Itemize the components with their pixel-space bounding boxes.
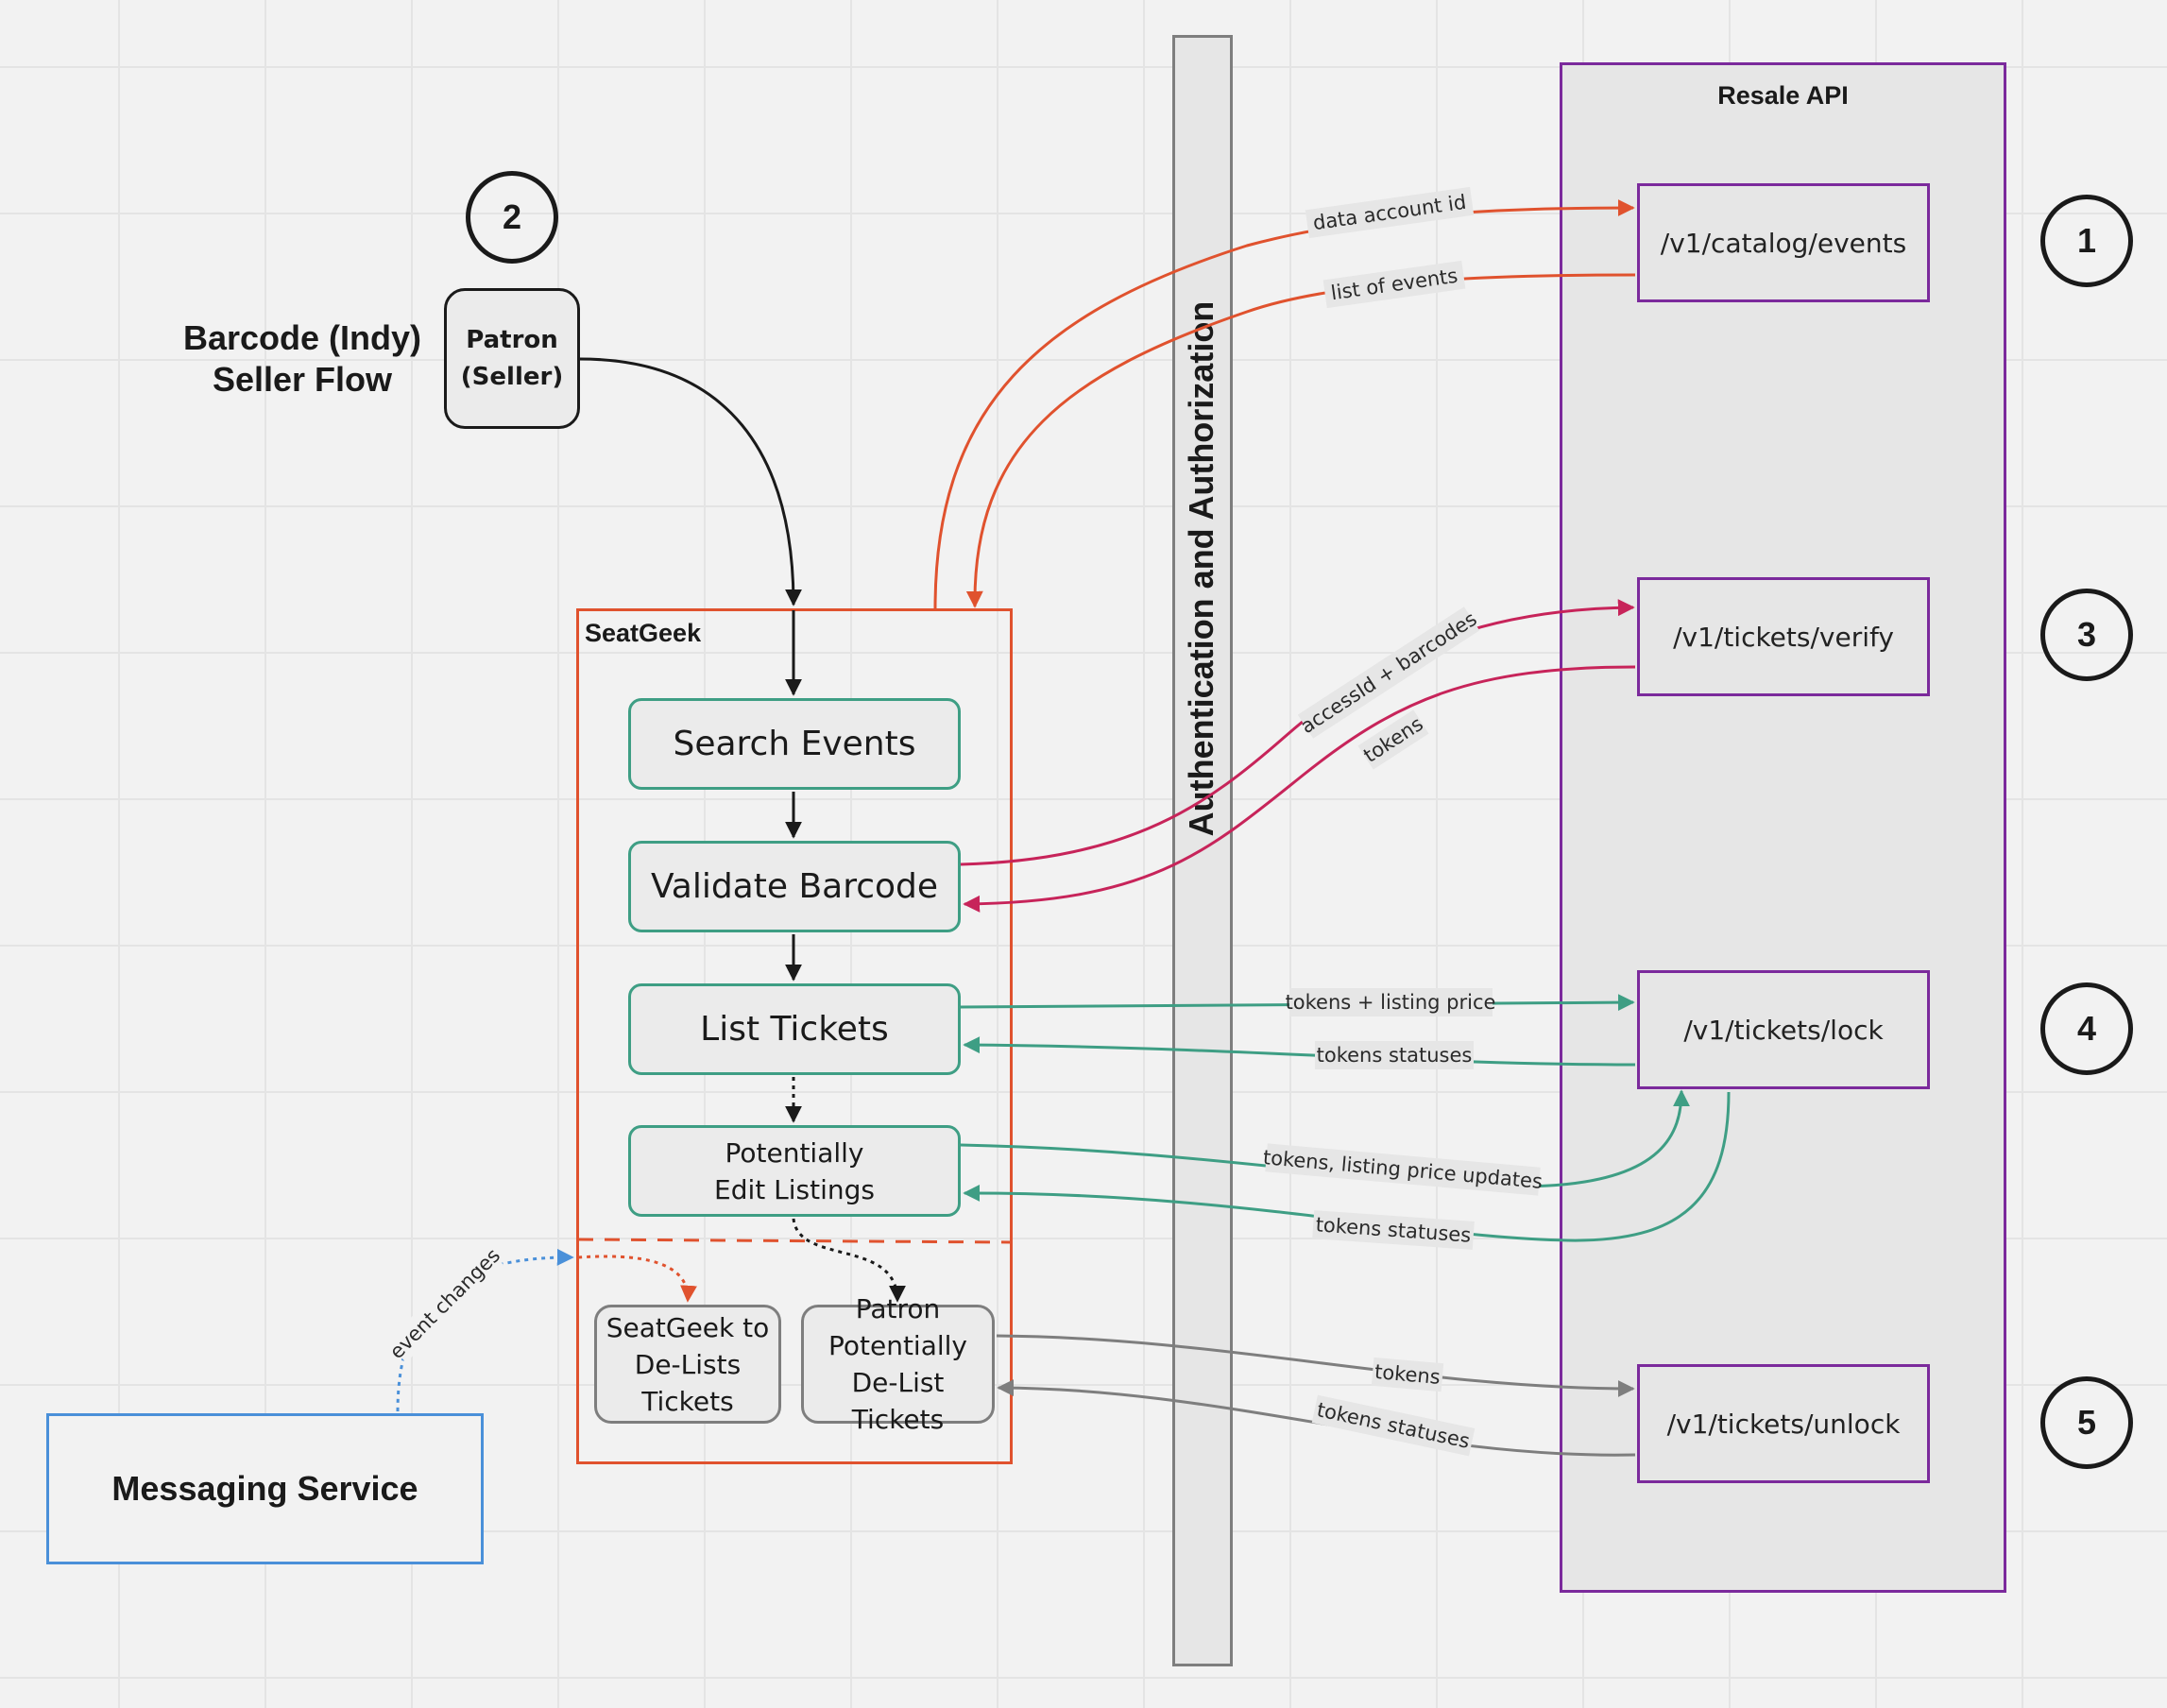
endpoint-tickets-lock[interactable]: /v1/tickets/lock bbox=[1637, 970, 1930, 1089]
seatgeek-container bbox=[576, 608, 1013, 1464]
endpoint-tickets-unlock[interactable]: /v1/tickets/unlock bbox=[1637, 1364, 1930, 1483]
endpoint-tickets-verify[interactable]: /v1/tickets/verify bbox=[1637, 577, 1930, 696]
patron-line2: (Seller) bbox=[460, 362, 564, 391]
label-event-changes: event changes bbox=[385, 1244, 504, 1363]
patron-seller-node[interactable]: Patron (Seller) bbox=[444, 288, 580, 429]
edit-listings-step[interactable]: Potentially Edit Listings bbox=[628, 1125, 961, 1217]
tokens-verify-connector bbox=[963, 665, 1636, 913]
label-tokens-listing-updates: tokens, listing price updates bbox=[1262, 1146, 1544, 1193]
messaging-service-node[interactable]: Messaging Service bbox=[46, 1413, 484, 1564]
seatgeek-delist-step[interactable]: SeatGeek to De-Lists Tickets bbox=[594, 1305, 781, 1424]
seatgeek-title: SeatGeek bbox=[585, 619, 702, 647]
label-bg-list-of-events bbox=[1322, 260, 1466, 309]
label-bg-tokens-listing-updates bbox=[1265, 1143, 1541, 1196]
resale-api-panel bbox=[1560, 62, 2006, 1593]
label-bg-tokens-verify bbox=[1357, 709, 1429, 770]
tokens-statuses-edit-connector bbox=[963, 1091, 1731, 1242]
tokens-statuses-lock-connector bbox=[963, 1036, 1636, 1067]
list-tickets-step[interactable]: List Tickets bbox=[628, 983, 961, 1075]
step-badge-2: 2 bbox=[466, 171, 558, 264]
step-badge-4: 4 bbox=[2040, 982, 2133, 1075]
edit-listings-line2: Edit Listings bbox=[714, 1173, 875, 1205]
flow-title-line1: Barcode (Indy) bbox=[182, 318, 422, 357]
list-of-events-connector bbox=[965, 273, 1636, 608]
search-events-step[interactable]: Search Events bbox=[628, 698, 961, 790]
label-bg-data-account-id bbox=[1305, 186, 1475, 239]
sg-delist-line3: Tickets bbox=[641, 1385, 734, 1417]
event-to-sg-delist-connector bbox=[577, 1255, 697, 1303]
patron-delist-line2: Potentially bbox=[828, 1330, 967, 1361]
label-bg-tokens-statuses-unlock bbox=[1311, 1394, 1476, 1457]
step-badge-1: 1 bbox=[2040, 195, 2133, 287]
accessid-barcodes-connector bbox=[960, 599, 1635, 866]
endpoint-catalog-events[interactable]: /v1/catalog/events bbox=[1637, 183, 1930, 302]
resale-api-title: Resale API bbox=[1717, 81, 1849, 110]
data-account-id-connector bbox=[933, 199, 1635, 609]
label-bg-tokens-unlock bbox=[1371, 1357, 1444, 1392]
label-bg-tokens-statuses-edit bbox=[1312, 1210, 1475, 1250]
seatgeek-divider bbox=[577, 1238, 1012, 1244]
edit-listings-line1: Potentially bbox=[725, 1136, 864, 1169]
label-tokens-listing-price: tokens + listing price bbox=[1286, 991, 1496, 1014]
edit-to-patron-delist-connector bbox=[792, 1218, 906, 1303]
label-bg-accessid-barcodes bbox=[1297, 606, 1480, 739]
step-badge-5: 5 bbox=[2040, 1376, 2133, 1469]
label-bg-event-changes bbox=[385, 1244, 504, 1363]
label-tokens-statuses-lock: tokens statuses bbox=[1317, 1044, 1473, 1067]
flow-title: Barcode (Indy) Seller Flow bbox=[161, 317, 444, 401]
validate-barcode-step[interactable]: Validate Barcode bbox=[628, 841, 961, 932]
label-bg-tokens-listing-price bbox=[1289, 988, 1493, 1016]
sg-delist-line2: De-Lists bbox=[634, 1348, 742, 1380]
patron-to-search-connector bbox=[579, 357, 802, 606]
patron-line1: Patron bbox=[466, 325, 558, 354]
tokens-unlock-connector bbox=[996, 1334, 1635, 1397]
sg-delist-line1: SeatGeek to bbox=[606, 1311, 770, 1343]
flow-title-line2: Seller Flow bbox=[212, 360, 393, 399]
patron-delist-line3: De-List Tickets bbox=[851, 1367, 945, 1435]
step-badge-3: 3 bbox=[2040, 589, 2133, 681]
label-data-account-id: data account id bbox=[1311, 191, 1467, 235]
label-bg-tokens-statuses-lock bbox=[1315, 1041, 1474, 1069]
patron-delist-step[interactable]: Patron Potentially De-List Tickets bbox=[801, 1293, 995, 1435]
